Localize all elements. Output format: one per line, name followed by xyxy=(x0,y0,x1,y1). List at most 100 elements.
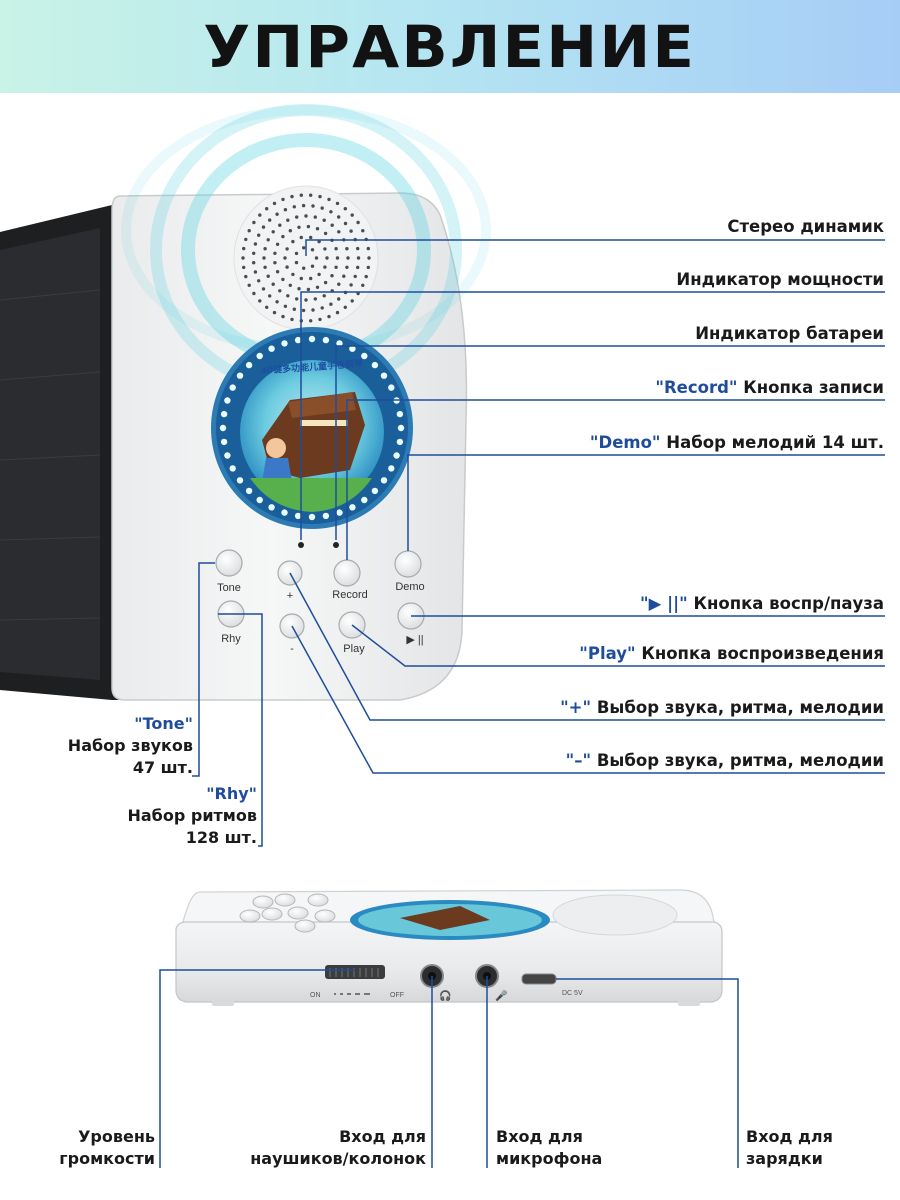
speaker-hole xyxy=(325,256,329,260)
speaker-hole xyxy=(301,203,306,208)
plus-button-label: + xyxy=(287,590,293,602)
speaker-hole xyxy=(356,246,360,251)
speaker-hole xyxy=(263,265,267,269)
dc-mark: DC 5V xyxy=(562,990,583,997)
rolled-keyboard xyxy=(0,205,125,700)
speaker-hole xyxy=(299,235,303,240)
speaker-hole xyxy=(345,247,349,251)
speaker-hole xyxy=(244,274,248,279)
disc-light xyxy=(397,424,405,432)
speaker-hole xyxy=(258,299,262,303)
microphone-icon: 🎤 xyxy=(495,989,508,1002)
disc-light xyxy=(308,335,316,343)
callout-volume-level: Уровень громкости xyxy=(59,1127,155,1168)
speaker-hole xyxy=(263,247,267,251)
speaker-hole xyxy=(252,220,256,225)
demo-button[interactable] xyxy=(394,550,422,578)
speaker-hole xyxy=(288,229,292,233)
speaker-hole xyxy=(253,242,258,246)
tone-button-label: Tone xyxy=(217,582,241,594)
disc-light xyxy=(349,504,356,511)
disc-light xyxy=(322,336,330,344)
speaker-hole xyxy=(346,256,350,260)
speaker-hole xyxy=(323,247,327,251)
speaker-hole xyxy=(241,256,245,260)
speaker-hole xyxy=(323,280,328,285)
speaker-hole xyxy=(283,304,288,308)
tone-button[interactable] xyxy=(215,549,243,577)
speaker-hole xyxy=(342,274,346,278)
speaker-hole xyxy=(265,207,269,211)
speaker-hole xyxy=(320,306,324,310)
callout-demo-button: "Demo" Набор мелодий 14 шт. xyxy=(589,433,884,452)
rhy-button-label: Rhy xyxy=(221,633,241,645)
callout-plus-button: "+" Выбор звука, ритма, мелодии xyxy=(560,698,884,717)
disc-light xyxy=(361,352,368,360)
disc-light xyxy=(245,487,253,495)
disc-light xyxy=(229,465,236,472)
disc-light xyxy=(236,477,244,484)
speaker-hole xyxy=(335,201,340,206)
disc-light xyxy=(294,336,302,344)
callout-power-indicator: Индикатор мощности xyxy=(676,270,884,289)
page-title: УПРАВЛЕНИЕ xyxy=(203,12,697,81)
speaker-hole xyxy=(253,270,258,274)
callout-rhy-button: "Rhy" Набор ритмов 128 шт. xyxy=(127,784,257,847)
speaker-hole xyxy=(330,223,334,227)
speaker-hole xyxy=(283,208,288,212)
callout-play-pause-button: "▶ ||" Кнопка воспр/пауза xyxy=(640,594,884,613)
speaker-hole xyxy=(345,265,349,269)
speaker-hole xyxy=(337,297,341,301)
disc-light xyxy=(380,477,388,484)
speaker-hole xyxy=(286,218,290,222)
speaker-hole xyxy=(290,194,294,199)
speaker-hole xyxy=(252,291,256,296)
play-button-label: Play xyxy=(343,643,365,655)
disc-light xyxy=(236,372,244,379)
speaker-hole xyxy=(278,289,282,293)
speaker-hole xyxy=(273,251,277,255)
speaker-hole xyxy=(271,230,275,234)
speaker-hole xyxy=(252,261,256,265)
micro-usb-port[interactable] xyxy=(521,973,557,985)
minus-button-label: - xyxy=(290,643,294,655)
disc-light xyxy=(256,496,263,504)
speaker-hole xyxy=(327,314,331,319)
callout-headphone-input: Вход для наушиков/колонок xyxy=(250,1127,426,1168)
speaker-hole xyxy=(242,246,246,251)
headphone-icon: 🎧 xyxy=(439,989,451,1002)
speaker-hole xyxy=(318,194,322,199)
speaker-hole xyxy=(337,230,341,234)
speaker-hole xyxy=(327,197,331,202)
speaker-hole xyxy=(323,231,328,236)
power-indicator-led xyxy=(298,542,304,548)
speaker-hole xyxy=(306,224,311,229)
device-side-view: ON OFF 🎧 🎤 DC 5V xyxy=(175,889,723,1006)
leader-lines xyxy=(192,239,885,847)
disc-light xyxy=(268,345,275,352)
disc-light xyxy=(281,340,288,347)
speaker-hole xyxy=(268,218,272,222)
disc-light xyxy=(308,513,316,521)
speaker-hole xyxy=(291,272,295,277)
speaker-hole xyxy=(244,237,248,242)
speaker-hole xyxy=(356,265,360,270)
speaker-hole xyxy=(275,300,279,304)
callout-tone-button: "Tone" Набор звуков 47 шт. xyxy=(67,714,193,777)
speaker-hole xyxy=(261,225,266,229)
speaker-hole xyxy=(364,274,368,279)
speaker-hole xyxy=(247,283,251,287)
speaker-hole xyxy=(317,272,321,277)
speaker-hole xyxy=(295,215,299,219)
speaker-hole xyxy=(281,197,285,202)
record-button[interactable] xyxy=(333,559,361,587)
volume-wheel[interactable] xyxy=(325,965,385,979)
speaker-hole xyxy=(367,256,371,260)
speaker-hole xyxy=(311,204,315,208)
speaker-hole xyxy=(285,265,289,269)
speaker-hole xyxy=(299,193,303,197)
speaker-hole xyxy=(292,205,296,209)
disc-light xyxy=(396,410,404,418)
speaker-hole xyxy=(309,319,313,323)
speaker-hole xyxy=(262,256,266,260)
